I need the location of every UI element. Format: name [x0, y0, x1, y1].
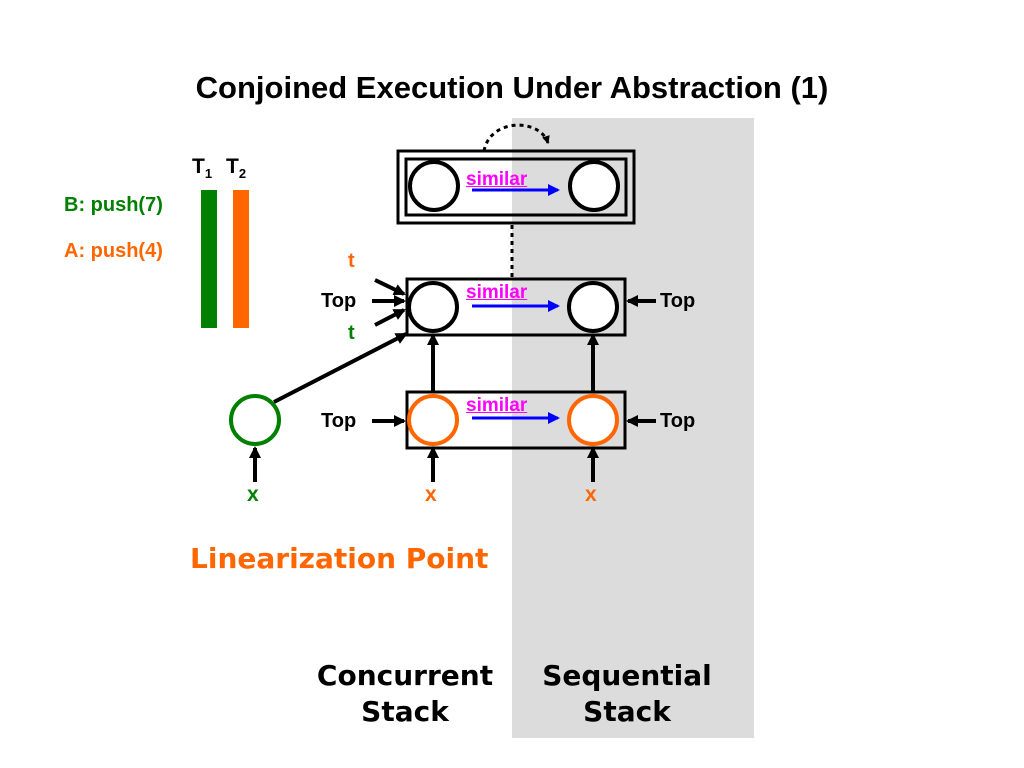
similar-label-bottom: similar: [466, 395, 528, 416]
middle-circle-left: [407, 281, 459, 333]
thread-2-sub: 2: [238, 166, 247, 182]
new-node-link-arrow: [273, 332, 408, 404]
sequential-stack-label: Sequential Stack: [522, 658, 732, 730]
abstract-box-inner: [404, 157, 628, 217]
linearization-point-label: Linearization Point: [190, 542, 489, 575]
t-label-orange: t: [348, 250, 355, 272]
operation-b: B: push(7): [64, 194, 163, 216]
middle-circle-right: [567, 281, 619, 333]
sequential-stack-line2: Stack: [583, 695, 671, 728]
thread-1-label: T1: [192, 156, 212, 180]
abstract-circle-right: [568, 160, 620, 212]
t-arrow-green: [374, 308, 406, 327]
dotted-loop-arrow: [482, 123, 550, 152]
x-label-concurrent: x: [425, 483, 437, 506]
similar-label-top: similar: [466, 169, 528, 190]
bottom-circle-right: [567, 394, 619, 446]
x-label-green: x: [247, 483, 259, 506]
concurrent-stack-line1: Concurrent: [316, 659, 494, 692]
t-arrow-orange: [374, 278, 406, 296]
concurrent-stack-label: Concurrent Stack: [300, 658, 510, 730]
concurrent-stack-line2: Stack: [361, 695, 449, 728]
thread-2-label: T2: [226, 156, 246, 180]
thread-1-bar: [201, 190, 217, 328]
operation-a: A: push(4): [64, 240, 163, 262]
abstract-circle-left: [408, 160, 460, 212]
thread-2-base: T: [226, 155, 239, 178]
x-label-sequential: x: [585, 483, 597, 506]
bottom-circle-left: [407, 394, 459, 446]
top-label-bottom-left: Top: [321, 410, 357, 432]
top-label-middle-right: Top: [660, 290, 696, 312]
similar-label-middle: similar: [466, 282, 528, 303]
thread-2-bar: [233, 190, 249, 328]
top-label-middle-left: Top: [321, 290, 357, 312]
top-label-bottom-right: Top: [660, 410, 696, 432]
slide-title: Conjoined Execution Under Abstraction (1…: [195, 70, 829, 105]
thread-1-base: T: [192, 155, 205, 178]
thread-1-sub: 1: [204, 166, 213, 182]
sequential-stack-line1: Sequential: [542, 659, 712, 692]
new-node-circle: [229, 394, 281, 446]
t-label-green: t: [348, 322, 355, 344]
abstract-box-outer: [396, 149, 636, 225]
